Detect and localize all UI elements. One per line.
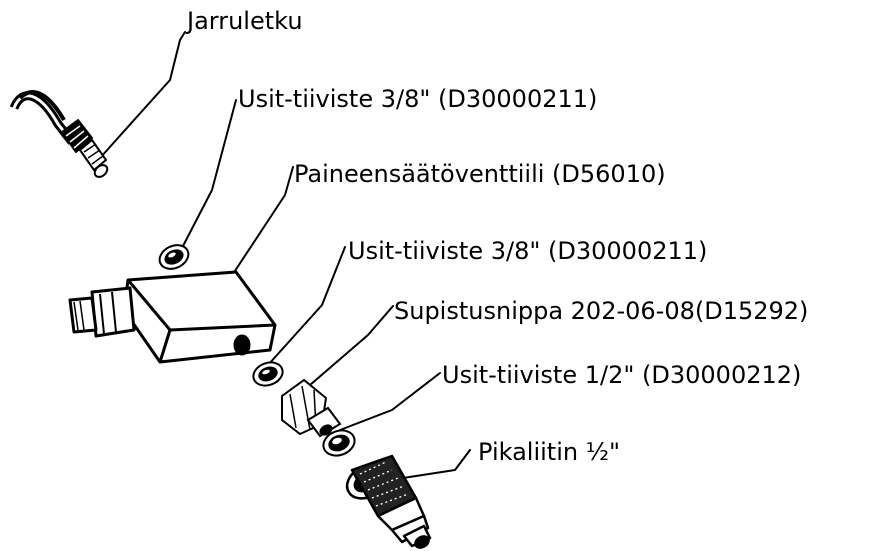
leader-valve: [226, 166, 294, 284]
leader-washer-mid: [267, 246, 346, 366]
label-reducer: Supistusnippa 202-06-08(D15292): [394, 297, 809, 325]
reducer-part: [281, 378, 342, 438]
washer-half-part: [322, 429, 356, 457]
washer-mid-part: [252, 361, 284, 387]
label-valve: Paineensäätöventtiili (D56010): [294, 160, 666, 188]
valve-part: [68, 270, 277, 364]
label-coupler: Pikaliitin ½": [478, 438, 621, 466]
label-brake-hose: Jarruletku: [187, 7, 303, 35]
leader-washer-half: [339, 372, 441, 431]
leader-coupler: [402, 449, 471, 479]
brake-hose-part: [9, 90, 109, 178]
leader-reducer: [309, 305, 394, 386]
label-washer-mid: Usit-tiiviste 3/8" (D30000211): [348, 237, 708, 265]
leader-washer-top: [182, 99, 237, 247]
coupler-part: [345, 454, 432, 549]
washer-top-part: [158, 244, 190, 270]
leader-brake-hose: [99, 31, 186, 159]
label-washer-half: Usit-tiiviste 1/2" (D30000212): [442, 361, 802, 389]
label-washer-top: Usit-tiiviste 3/8" (D30000211): [238, 85, 598, 113]
